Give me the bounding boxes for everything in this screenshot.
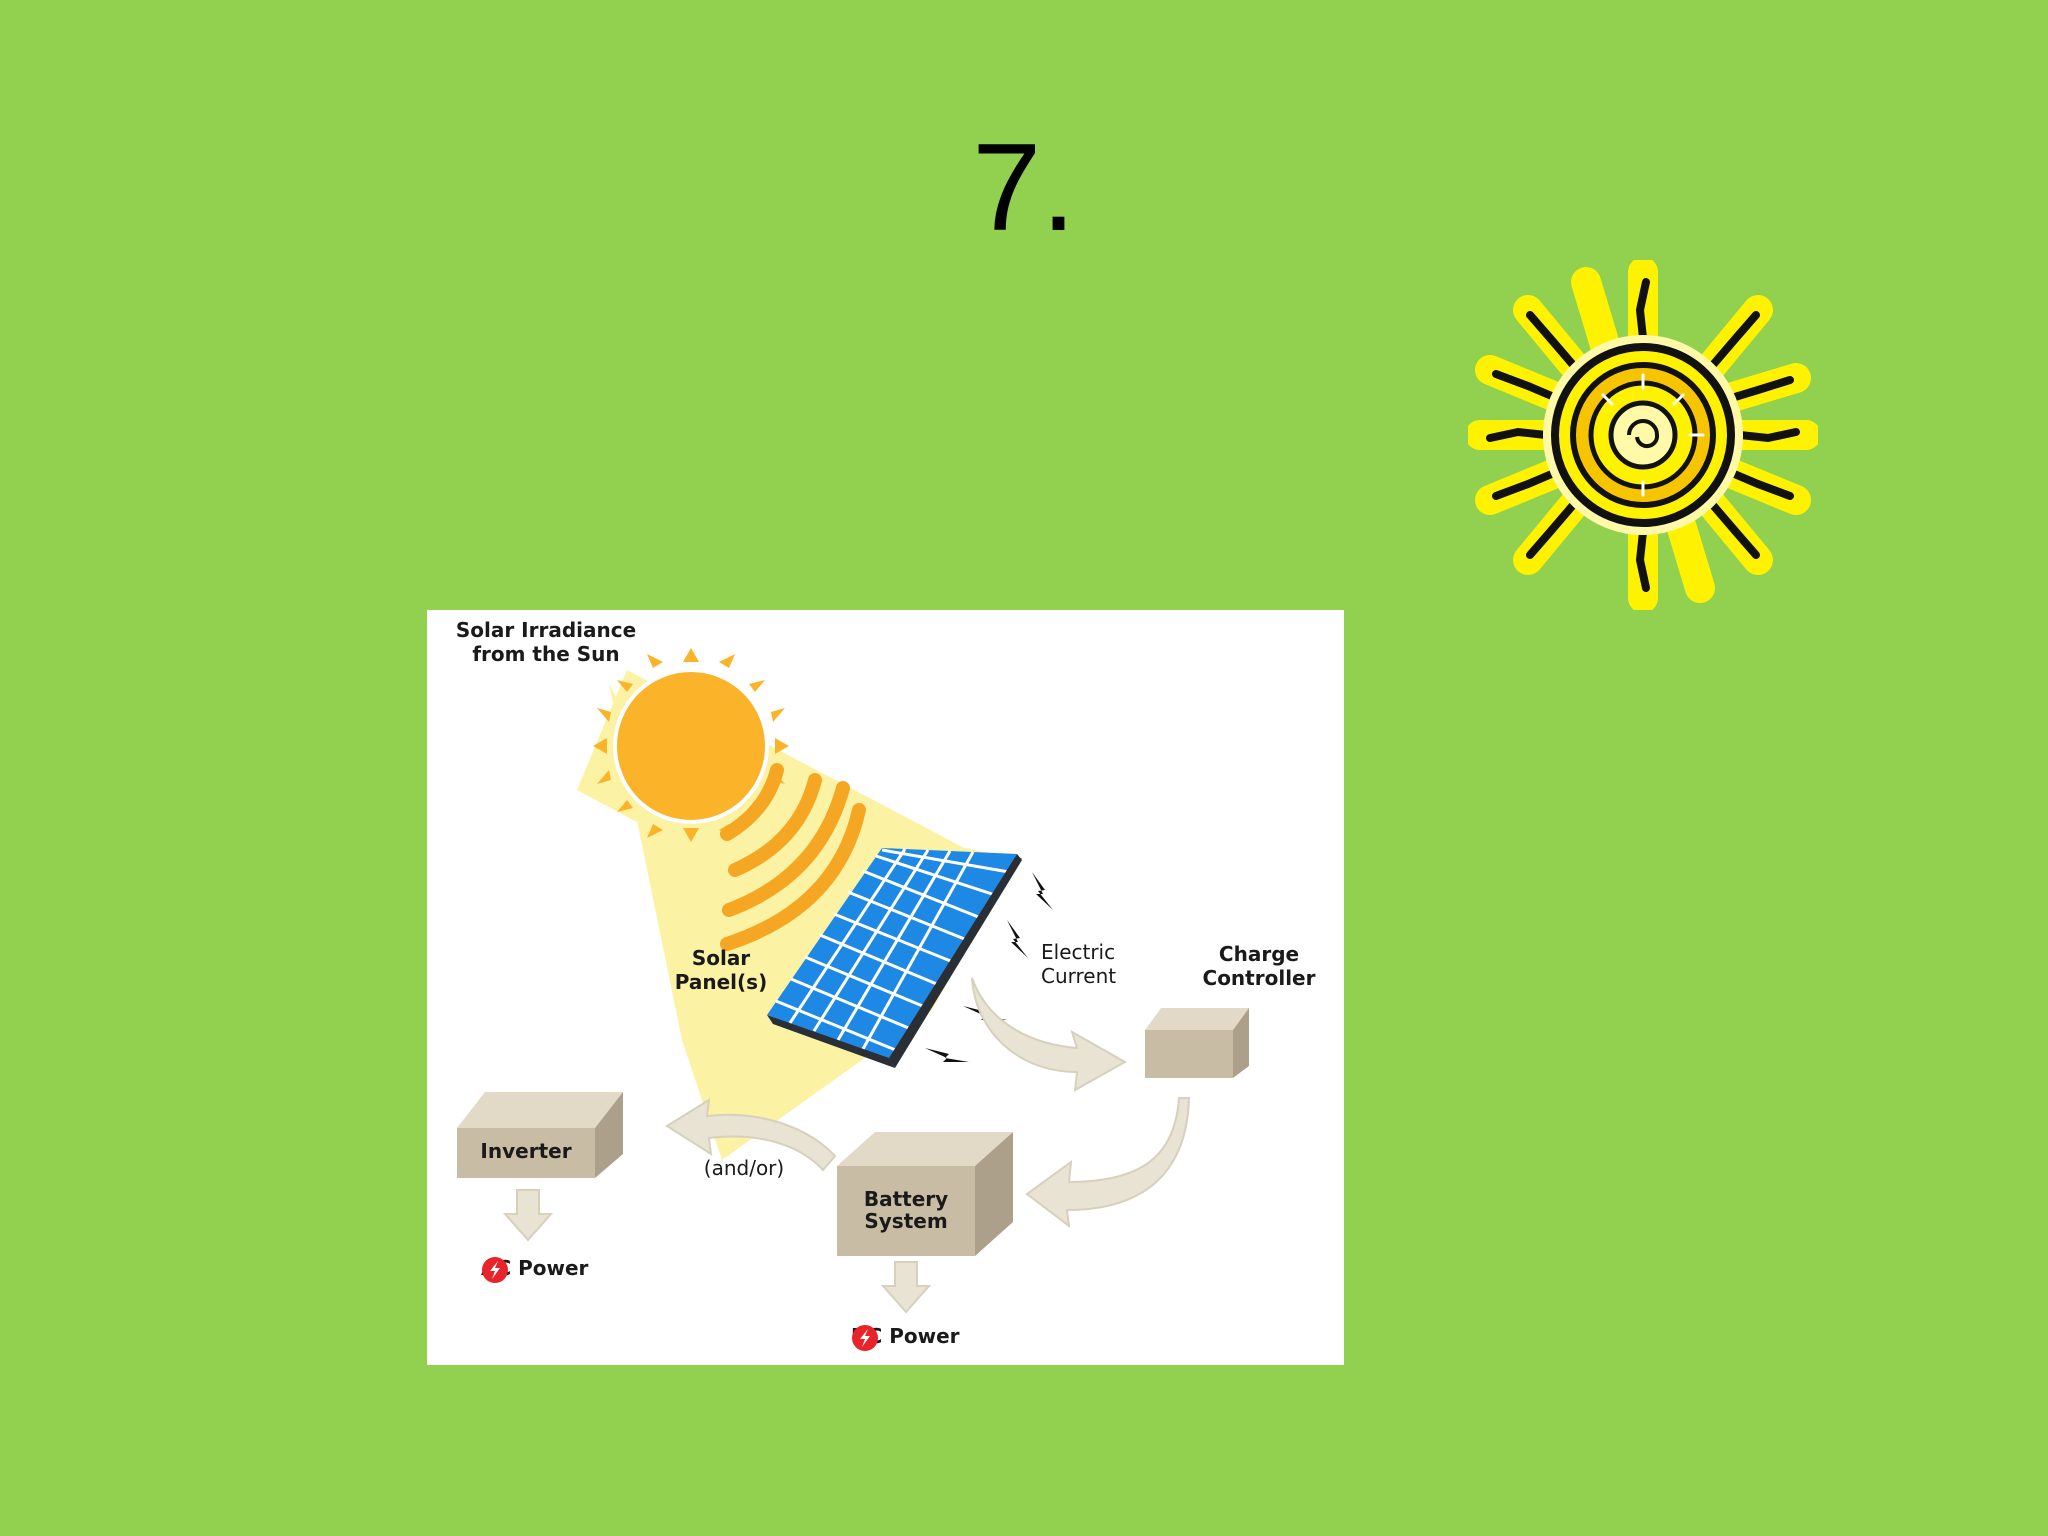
solar-panel-label: Solar Panel(s) [674, 946, 768, 994]
heat-waves [720, 763, 866, 951]
ac-power-row: AC Power [481, 1256, 588, 1283]
inverter-box [457, 1092, 623, 1178]
battery-system-box [837, 1132, 1013, 1256]
slide-title: 7. [972, 119, 1076, 257]
solar-system-diagram: Solar Irradiance from the Sun Solar Pane… [427, 610, 1344, 1365]
down-arrows [502, 1189, 932, 1314]
arrow-to-controller [971, 977, 1128, 1092]
sun-label: Solar Irradiance from the Sun [455, 618, 637, 666]
charge-controller-box [1145, 1008, 1249, 1078]
dc-power-row: DC Power [851, 1324, 960, 1351]
sun-icon [1465, 257, 1821, 613]
charge-controller-label: Charge Controller [1202, 942, 1316, 990]
power-icon [852, 1325, 878, 1351]
arrow-to-inverter [665, 1098, 837, 1172]
inverter-label: Inverter [480, 1139, 572, 1163]
battery-system-label: Battery System [863, 1187, 949, 1233]
power-icon [482, 1257, 508, 1283]
solar-panel-icon [767, 848, 1022, 1068]
electric-current-label: Electric Current [1041, 940, 1117, 988]
and-or-label: (and/or) [703, 1156, 785, 1180]
sun-icon [593, 648, 789, 842]
arrow-to-battery [1025, 1097, 1191, 1229]
